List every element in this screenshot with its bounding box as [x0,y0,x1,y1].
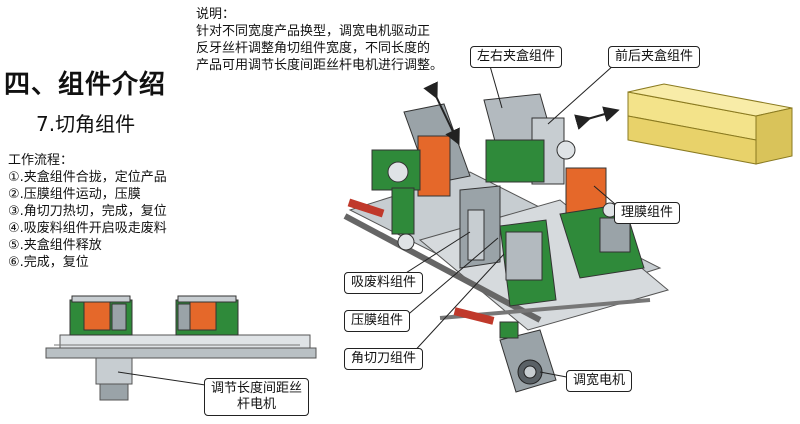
callout-film-arrange: 理膜组件 [614,202,681,224]
callout-film-press: 压膜组件 [344,310,411,332]
workflow-step: ①.夹盒组件合拢，定位产品 [8,170,167,185]
workflow-label: 工作流程： [8,153,74,168]
main-machine-drawing [343,93,670,393]
callout-front-back-clamp: 前后夹盒组件 [608,46,701,68]
description-block: 说明： 针对不同宽度产品换型，调宽电机驱动正 反牙丝杆调整角切组件宽度，不同长度… [196,6,486,74]
workflow-step: ⑥.完成，复位 [8,255,89,270]
callout-length-motor: 调节长度间距丝 杆电机 [204,378,310,416]
front-back-arrow [574,106,620,130]
description-label: 说明： [196,7,236,22]
side-view-drawing [45,295,317,401]
workflow-step: ④.吸废料组件开启吸走废料 [8,221,167,236]
callout-left-right-clamp: 左右夹盒组件 [470,46,563,68]
callout-waste-suction: 吸废料组件 [344,272,424,294]
workflow-step: ③.角切刀热切，完成，复位 [8,204,167,219]
description-line: 反牙丝杆调整角切组件宽度，不同长度的 [196,41,431,56]
description-line: 产品可用调节长度间距丝杆电机进行调整。 [196,58,444,73]
workflow-step: ⑤.夹盒组件释放 [8,238,102,253]
callout-corner-cutter: 角切刀组件 [344,348,424,370]
section-title: 四、组件介绍 [4,70,167,100]
description-line: 针对不同宽度产品换型，调宽电机驱动正 [196,24,431,39]
leader-length-motor [117,371,213,387]
callout-width-motor: 调宽电机 [566,370,633,392]
workflow-block: 工作流程： ①.夹盒组件合拢，定位产品 ②.压膜组件运动，压膜 ③.角切刀热切，… [8,152,167,271]
callout-length-motor-line: 调节长度间距丝 [211,381,303,396]
product-box [627,83,793,165]
workflow-step: ②.压膜组件运动，压膜 [8,187,141,202]
callout-length-motor-line: 杆电机 [237,397,277,412]
width-adjust-arrow [423,81,460,146]
subtitle: 7.切角组件 [36,112,136,136]
